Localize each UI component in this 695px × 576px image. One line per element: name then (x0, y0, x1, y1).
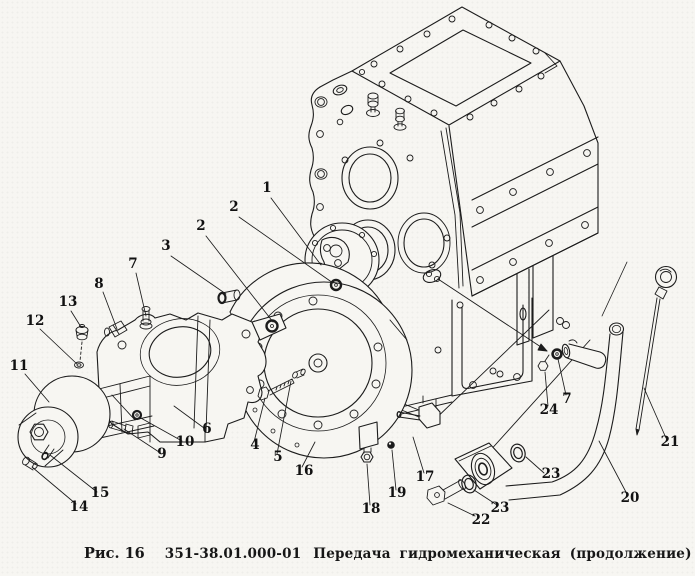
leader-lines (24, 197, 667, 517)
standoff-cylinder (217, 289, 241, 305)
callout-8: 8 (94, 276, 103, 292)
plug-13 (75, 324, 89, 362)
cylinder-unit-frame (94, 375, 155, 439)
callout-1: 1 (262, 180, 271, 196)
callout-18: 18 (362, 501, 381, 517)
callout-11: 11 (10, 358, 29, 374)
callout-19: 19 (388, 485, 407, 501)
pin-17 (396, 395, 441, 429)
dipstick-21 (601, 261, 678, 436)
assembly-lines (428, 278, 591, 465)
mounting-bracket (74, 289, 287, 443)
callout-5: 5 (273, 449, 282, 465)
figure-number: Рис. 16 (84, 545, 145, 562)
stud-5 (292, 368, 306, 379)
washer-10 (131, 409, 143, 421)
housing-stud-bolts (366, 92, 407, 131)
callout-24: 24 (540, 402, 559, 418)
callout-3: 3 (161, 238, 170, 254)
plug-14 (22, 456, 38, 471)
callout-16: 16 (295, 463, 314, 479)
ball-19 (387, 441, 395, 449)
callout-4: 4 (250, 437, 259, 453)
callout-21: 21 (661, 434, 680, 450)
o-ring-23-upper (510, 443, 526, 463)
tab-and-nut-18 (358, 421, 379, 463)
callout-2b: 2 (196, 218, 205, 234)
bolt-22 (426, 479, 466, 506)
callout-22: 22 (472, 512, 491, 528)
housing-lower-panel (451, 297, 533, 397)
callout-13: 13 (59, 294, 78, 310)
transmission-housing (308, 6, 599, 426)
callout-14: 14 (70, 499, 89, 515)
callout-15: 15 (91, 485, 110, 501)
bolt-4 (257, 378, 295, 401)
stud-bolt-7 (139, 306, 153, 330)
tube-flange-block (454, 442, 513, 490)
callout-12: 12 (26, 313, 45, 329)
figure-caption: Рис. 16 351-38.01.000-01 Передача гидромех… (84, 545, 692, 562)
callout-17: 17 (416, 469, 435, 485)
callout-numbers: 1 2 2 3 7 8 13 12 11 14 15 9 10 6 4 5 16… (10, 180, 680, 528)
bolt-24 (537, 354, 550, 371)
filler-tube-20 (505, 322, 625, 501)
callout-7-right: 7 (562, 391, 571, 407)
callout-10: 10 (176, 434, 195, 450)
callout-6: 6 (202, 421, 211, 437)
stub-15 (41, 444, 55, 461)
callout-23-lower: 23 (491, 500, 510, 516)
washer-12 (74, 361, 84, 369)
cylinder-unit (17, 375, 111, 468)
seal-ring-7 (551, 348, 563, 360)
figure-title: Передача гидромеханическая (продолжение) (313, 546, 692, 562)
figure-part-number: 351-38.01.000-01 (164, 546, 302, 562)
housing-bores (340, 146, 451, 281)
elbow-fitting-8 (104, 320, 128, 338)
callout-20: 20 (621, 490, 640, 506)
callout-7-left: 7 (128, 256, 137, 272)
elbow-pipe (561, 339, 607, 369)
callout-2a: 2 (229, 199, 238, 215)
callout-23-upper: 23 (542, 466, 561, 482)
center-hex-nut (29, 423, 49, 441)
callout-9: 9 (157, 446, 166, 462)
